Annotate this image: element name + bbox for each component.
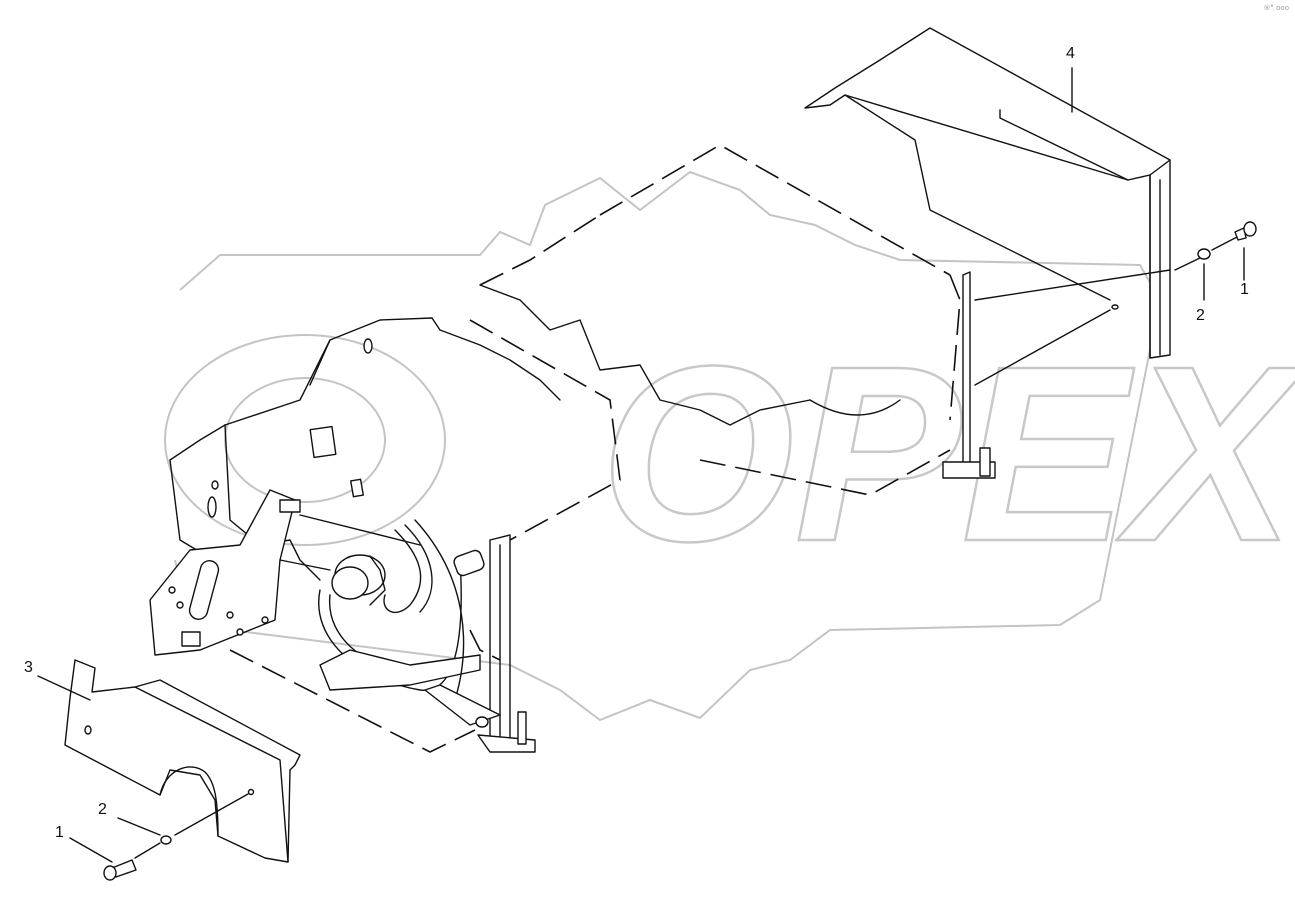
watermark-text: OPEX (599, 313, 1295, 595)
part-3-guard-plate (64, 659, 301, 863)
callout-1-left: 1 (55, 824, 64, 841)
central-frame (469, 144, 1171, 541)
callout-4: 4 (1066, 45, 1075, 62)
callout-2-left: 2 (98, 801, 107, 818)
part-4-cover-panel (804, 27, 1171, 359)
watermark-ring (164, 334, 446, 546)
washer-left (160, 835, 172, 845)
watermark-gear (164, 170, 1162, 722)
side-plate-assembly (149, 317, 561, 753)
callout-3: 3 (24, 659, 33, 676)
svg-text:OPEX: OPEX (600, 314, 1295, 593)
corner-mark: ®° ooo (1263, 4, 1289, 12)
screw-right (1234, 221, 1257, 241)
washer-right (1197, 248, 1211, 260)
callout-1-right: 1 (1240, 281, 1249, 298)
hardware-left (103, 793, 249, 881)
hardware-right (1174, 221, 1257, 301)
leader-lines (37, 67, 1073, 863)
callout-2-right: 2 (1196, 307, 1205, 324)
screw-left (103, 859, 137, 881)
